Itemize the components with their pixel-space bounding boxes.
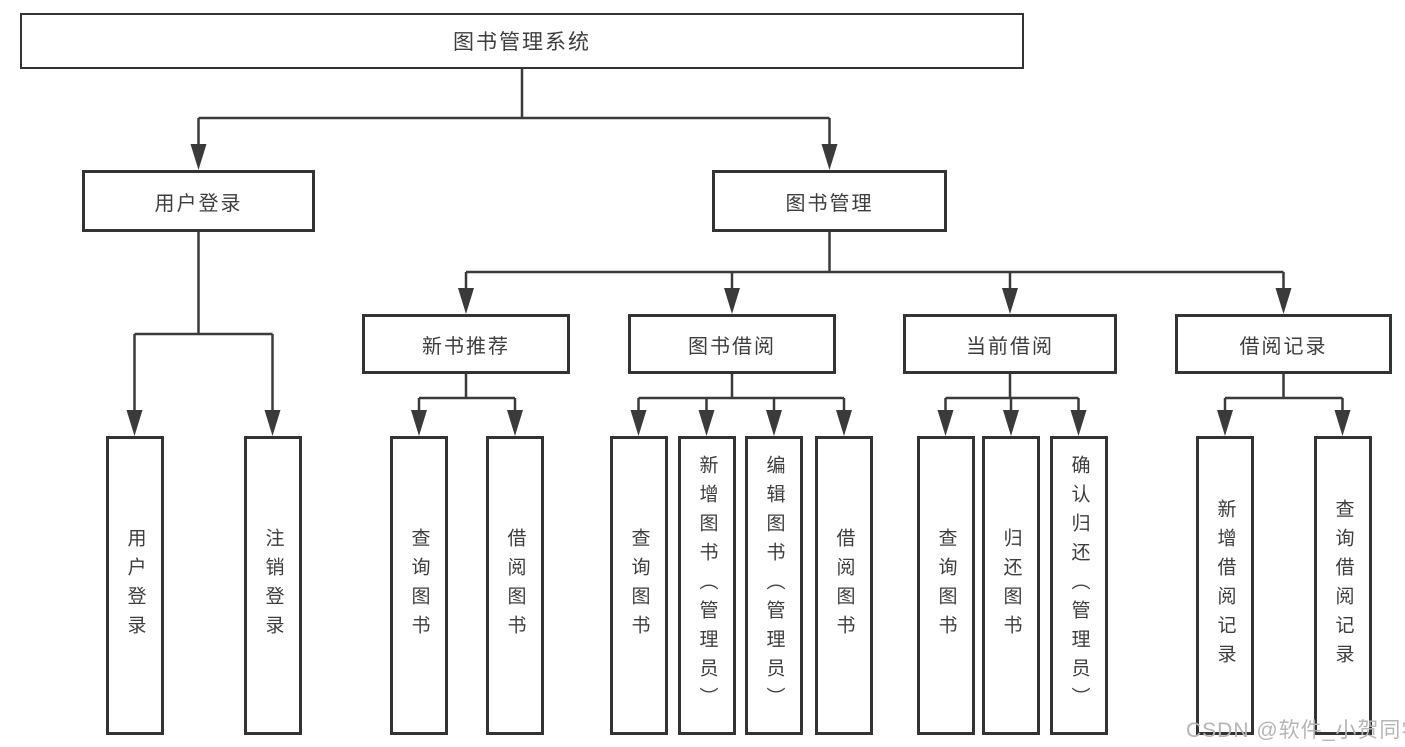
connector-user-login-to-leaves [126,232,281,436]
leaf-user-login: 用户登录 [106,436,164,735]
connector-current-borrow-to-leaves [937,374,1087,436]
leaf-return-books: 归还图书 [982,436,1040,735]
connector-book-management-to-level3 [458,232,1292,314]
connector-borrow-records-to-leaves [1217,374,1351,436]
leaf-edit-book-admin: 编辑图书（管理员） [745,436,803,735]
leaf-add-book-admin: 新增图书（管理员） [678,436,736,735]
connector-book-borrow-to-leaves [630,374,852,436]
leaf-query-books-current: 查询图书 [917,436,975,735]
watermark: CSDN @软件_小贺同学 [1186,719,1405,742]
leaf-add-borrow-record: 新增借阅记录 [1196,436,1254,735]
leaf-borrow-books-2: 借阅图书 [815,436,873,735]
leaf-logout: 注销登录 [244,436,302,735]
leaf-query-books-recommend: 查询图书 [390,436,448,735]
node-current-borrow: 当前借阅 [903,314,1117,374]
leaf-query-borrow-record: 查询借阅记录 [1314,436,1372,735]
node-user-login: 用户登录 [82,170,315,232]
connector-new-book-recommend-to-leaves [411,374,523,436]
node-book-management: 图书管理 [712,170,947,232]
node-book-borrow: 图书借阅 [628,314,836,374]
node-borrow-records: 借阅记录 [1175,314,1392,374]
node-root: 图书管理系统 [20,13,1024,69]
connector-root-to-level2 [190,69,838,170]
leaf-confirm-return-admin: 确认归还（管理员） [1050,436,1108,735]
leaf-borrow-books-recommend: 借阅图书 [486,436,544,735]
node-new-book-recommend: 新书推荐 [362,314,570,374]
leaf-query-books-borrow: 查询图书 [610,436,668,735]
